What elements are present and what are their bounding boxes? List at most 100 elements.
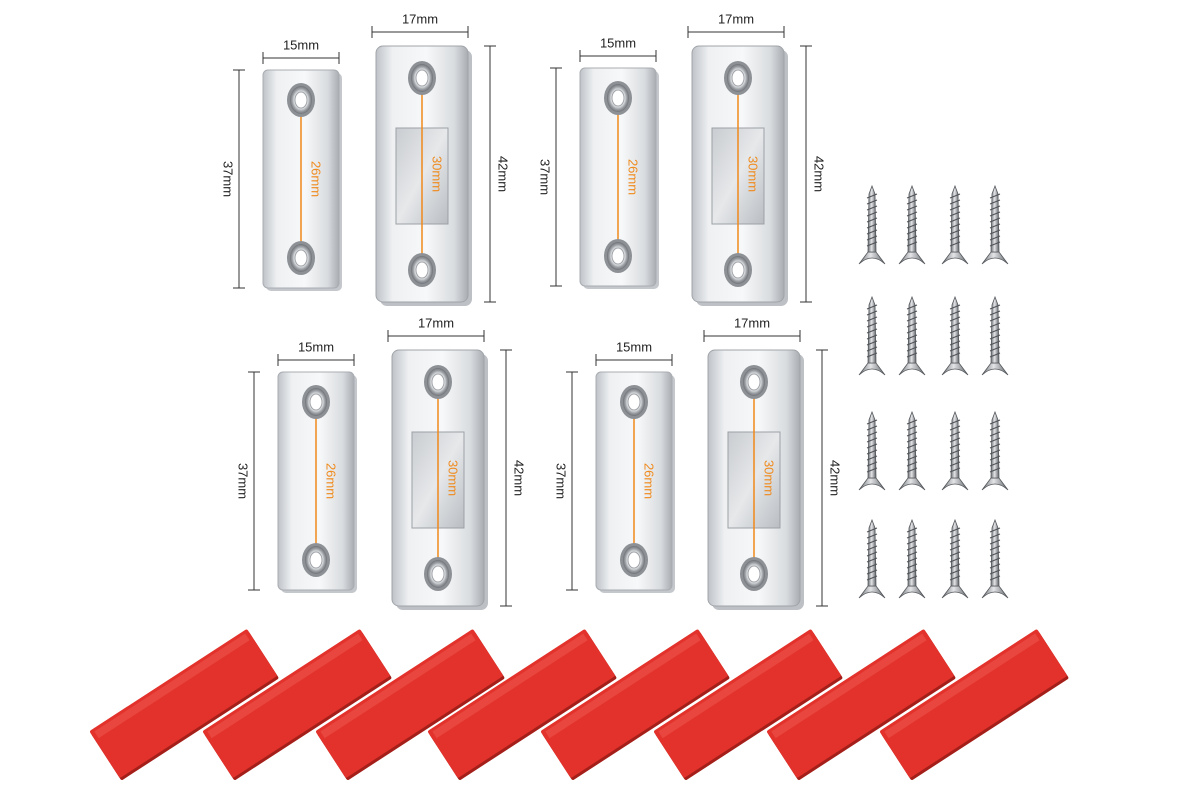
- screw-icon: [898, 295, 926, 376]
- dimension-label: 37mm: [538, 159, 553, 195]
- iron-plate: 26mm: [579, 67, 659, 289]
- plate-width-dimension: 15mm: [262, 37, 340, 64]
- screw-thread: [866, 563, 878, 569]
- hole-center: [294, 91, 308, 109]
- dimension-label: 17mm: [734, 315, 770, 330]
- adhesive-strip-icon: [203, 629, 392, 780]
- screw-thread: [866, 241, 878, 247]
- screw-thread: [949, 304, 961, 310]
- screw-thread: [906, 545, 918, 551]
- screw-thread: [866, 527, 878, 533]
- screw-thread: [949, 235, 961, 241]
- hole-center: [415, 69, 429, 87]
- screw-thread: [949, 217, 961, 223]
- screw-thread: [906, 352, 918, 358]
- hole-center: [747, 565, 761, 583]
- screw-thread: [906, 310, 918, 316]
- screw-head: [858, 362, 886, 376]
- screw-thread: [866, 551, 878, 557]
- screw-thread: [989, 545, 1001, 551]
- dimension-label: 42mm: [828, 460, 843, 496]
- adhesive-strip-icon: [90, 629, 279, 780]
- screw-thread: [906, 563, 918, 569]
- screw-thread: [989, 443, 1001, 449]
- screw-thread: [866, 211, 878, 217]
- screw-hole: [604, 81, 632, 115]
- screw-hole: [620, 543, 648, 577]
- dimension-label: 17mm: [402, 11, 438, 26]
- screw-thread: [989, 437, 1001, 443]
- magnet-width-dimension: 17mm: [371, 11, 469, 38]
- magnet-height-dimension: 42mm: [500, 349, 527, 607]
- hole-spacing-label: 30mm: [746, 156, 761, 192]
- screw-hole: [408, 61, 436, 95]
- adhesive-strip-icon: [541, 629, 730, 780]
- plate-height-dimension: 37mm: [236, 371, 260, 591]
- screw-head: [858, 585, 886, 599]
- hole-center: [731, 69, 745, 87]
- screw-head: [858, 477, 886, 491]
- screw-thread: [989, 539, 1001, 545]
- hole-center: [431, 565, 445, 583]
- hole-center: [747, 373, 761, 391]
- screw-hole: [287, 83, 315, 117]
- screw-thread: [949, 575, 961, 581]
- screw-thread: [949, 328, 961, 334]
- magnet-width-dimension: 17mm: [703, 315, 801, 342]
- screw-head: [941, 585, 969, 599]
- screw-hole: [724, 61, 752, 95]
- screw-icon: [858, 295, 886, 376]
- screw-thread: [906, 322, 918, 328]
- magnet-width-dimension: 17mm: [387, 315, 485, 342]
- screw-icon: [898, 518, 926, 599]
- screw-thread: [866, 569, 878, 575]
- screw-thread: [866, 328, 878, 334]
- screw-thread: [989, 557, 1001, 563]
- screw-thread: [949, 557, 961, 563]
- magnet-plate: 30mm: [391, 349, 488, 610]
- screw-thread: [866, 193, 878, 199]
- screw-thread: [989, 431, 1001, 437]
- plate-width-dimension: 15mm: [579, 35, 657, 62]
- hole-spacing-label: 26mm: [642, 463, 657, 499]
- screw-thread: [949, 211, 961, 217]
- screw-thread: [949, 346, 961, 352]
- screw-thread: [906, 316, 918, 322]
- screw-hole: [424, 557, 452, 591]
- screw-icon: [981, 518, 1009, 599]
- screw-icon: [941, 184, 969, 265]
- screw-thread: [906, 455, 918, 461]
- screw-thread: [866, 304, 878, 310]
- screw-thread: [989, 569, 1001, 575]
- screw-icon: [941, 410, 969, 491]
- screw-thread: [906, 334, 918, 340]
- screw-thread: [949, 461, 961, 467]
- screw-head: [941, 477, 969, 491]
- dimension-label: 17mm: [718, 11, 754, 26]
- screw-thread: [906, 467, 918, 473]
- screw-thread: [906, 437, 918, 443]
- screw-thread: [989, 193, 1001, 199]
- screw-thread: [989, 467, 1001, 473]
- hole-center: [611, 89, 625, 107]
- screw-thread: [989, 241, 1001, 247]
- screw-thread: [949, 551, 961, 557]
- screw-icon: [898, 184, 926, 265]
- magnet-plate: 30mm: [375, 45, 472, 306]
- dimension-label: 15mm: [283, 37, 319, 52]
- screw-thread: [906, 431, 918, 437]
- screw-thread: [949, 241, 961, 247]
- screw-thread: [949, 527, 961, 533]
- screw-thread: [866, 539, 878, 545]
- screw-thread: [906, 199, 918, 205]
- screw-thread: [949, 455, 961, 461]
- screw-thread: [906, 425, 918, 431]
- dimension-label: 42mm: [496, 156, 511, 192]
- hole-center: [309, 551, 323, 569]
- screw-thread: [866, 334, 878, 340]
- strip-face: [880, 629, 1067, 778]
- screw-thread: [989, 575, 1001, 581]
